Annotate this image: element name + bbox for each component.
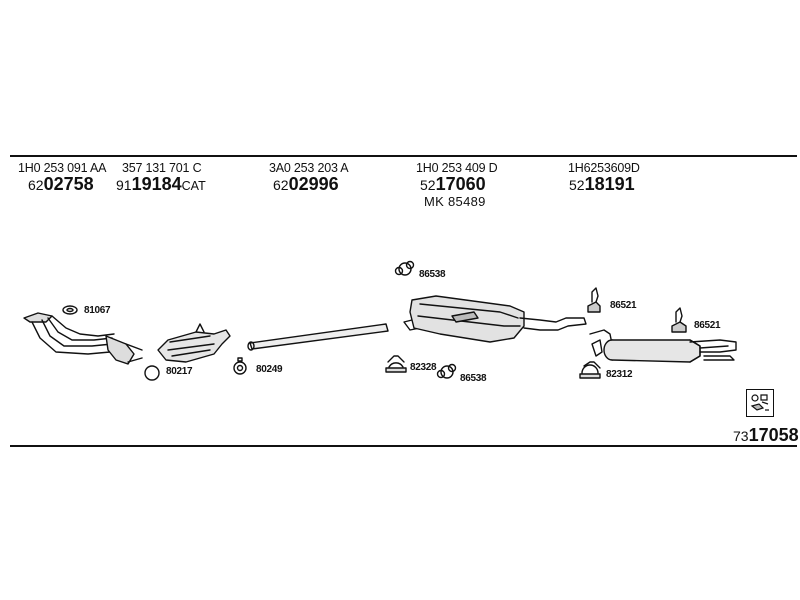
- part-number-center-silencer: 5217060: [420, 174, 486, 194]
- oe-number-front-pipe: 1H0 253 091 AA: [18, 161, 107, 175]
- hanger-86521-left-drawing: [587, 287, 601, 313]
- hanger-86538-bottom-drawing: [436, 363, 457, 379]
- part-number-rear-silencer: 5218191: [569, 174, 635, 194]
- hanger-86538-top-drawing: [394, 260, 415, 276]
- part-number-middle-pipe: 6202996: [273, 174, 339, 194]
- ring-80217-drawing: [144, 365, 160, 381]
- label-86538-bottom: 86538: [460, 373, 487, 384]
- oe-number-catalyst: 357 131 701 C: [122, 161, 202, 175]
- label-80249: 80249: [256, 364, 283, 375]
- part-number-front-pipe: 6202758: [28, 174, 94, 194]
- front-pipe-drawing: [23, 312, 143, 365]
- oe-number-rear-silencer: 1H6253609D: [568, 161, 640, 175]
- label-82328: 82328: [410, 362, 437, 373]
- clamp-81067-drawing: [62, 305, 78, 315]
- bottom-rule: [10, 445, 797, 447]
- label-82312: 82312: [606, 369, 633, 380]
- label-86538-top: 86538: [419, 269, 446, 280]
- label-80217: 80217: [166, 366, 193, 377]
- oe-number-middle-pipe: 3A0 253 203 A: [269, 161, 349, 175]
- mount-kit-number: MK 85489: [424, 194, 486, 209]
- rear-silencer-drawing: [589, 329, 737, 363]
- kit-number: 7317058: [733, 425, 799, 445]
- center-silencer-drawing: [403, 295, 587, 343]
- part-number-catalyst: 9119184CAT: [116, 174, 206, 194]
- clamp-82328-drawing: [385, 355, 407, 373]
- oe-number-center-silencer: 1H0 253 409 D: [416, 161, 498, 175]
- clamp-82312-drawing: [579, 361, 601, 379]
- hanger-86521-right-drawing: [671, 307, 687, 333]
- label-86521-right: 86521: [694, 320, 721, 331]
- ring-80249-drawing: [233, 357, 247, 375]
- top-rule: [10, 155, 797, 157]
- catalyst-drawing: [157, 323, 231, 363]
- kit-contents-icon: [746, 389, 774, 417]
- middle-pipe-drawing: [247, 323, 389, 351]
- label-86521-left: 86521: [610, 300, 637, 311]
- label-81067: 81067: [84, 305, 111, 316]
